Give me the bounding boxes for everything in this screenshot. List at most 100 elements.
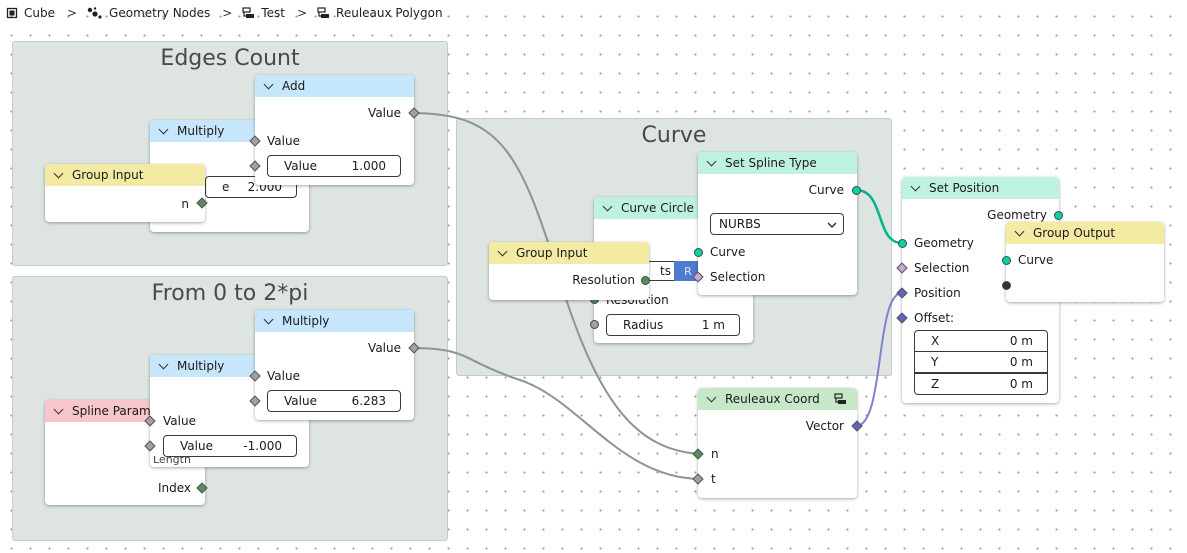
node-title: Group Input [516,246,588,260]
breadcrumb-separator: > [222,6,233,20]
node-title: Group Input [72,168,144,182]
chevron-down-icon[interactable] [53,404,64,415]
socket-label: Selection [710,270,766,284]
node-header[interactable]: Multiply [255,310,414,332]
chevron-down-icon[interactable] [263,79,274,90]
socket-curve-output[interactable] [852,186,861,195]
chevron-down-icon[interactable] [1014,226,1025,237]
chevron-down-icon[interactable] [706,392,717,403]
chevron-down-icon[interactable] [158,359,169,370]
socket-label: Curve [710,245,746,259]
socket-offset-input[interactable] [896,312,908,324]
offset-y-field[interactable]: Y 0 m [914,351,1048,373]
node-set-position[interactable]: Set Position Geometry Geometry Selection… [896,177,1063,403]
chevron-down-icon[interactable] [263,314,274,325]
breadcrumb-separator: > [66,6,78,20]
socket-curve-input[interactable] [694,248,703,257]
socket-curve-input[interactable] [1002,256,1011,265]
value-field[interactable]: Value 1.000 [267,155,401,177]
field-label: Z [931,377,940,391]
node-title: Multiply [177,124,225,138]
node-header[interactable]: Set Spline Type [698,152,857,174]
socket-n-input[interactable] [692,448,704,460]
chevron-down-icon[interactable] [706,156,717,167]
node-set-spline-type[interactable]: Set Spline Type Curve NURBS Curve Select… [692,152,861,295]
socket-label: Selection [914,261,970,275]
socket-label: Value [368,341,401,355]
node-add[interactable]: Add Value Value Value 1.000 [249,75,420,185]
socket-radius-input[interactable] [590,320,599,329]
field-label: Value [284,394,317,408]
mode-label: R [684,264,692,278]
field-label: X [931,334,940,348]
chevron-down-icon[interactable] [53,168,64,179]
socket-label: Length [153,456,191,465]
field-label: Y [931,355,939,369]
spline-type-dropdown[interactable]: NURBS [710,213,844,235]
breadcrumb-item-geometry-nodes[interactable]: Geometry Nodes [87,6,210,20]
chevron-down-icon[interactable] [602,201,613,212]
node-group-input[interactable]: Group Input n [45,164,208,222]
node-title: Reuleaux Coord [725,392,820,406]
field-label: e [222,180,230,194]
node-group-output[interactable]: Group Output Curve [1002,222,1164,302]
socket-label: Resolution [572,273,635,287]
socket-label: Value [368,106,401,120]
socket-empty-input[interactable] [1002,281,1011,290]
socket-position-input[interactable] [896,287,908,299]
node-group-input[interactable]: Group Input Resolution [489,242,650,300]
node-title: Multiply [282,314,330,328]
socket-vector-output[interactable] [851,420,863,432]
socket-label: Geometry [914,236,974,250]
node-title: Multiply [177,359,225,373]
socket-t-input[interactable] [692,473,704,485]
value-field[interactable]: Value -1.000 [163,435,297,457]
socket-label: Geometry [987,208,1047,222]
node-reuleaux-coord[interactable]: Reuleaux Coord Vector n t [692,388,863,498]
node-tree-icon[interactable] [834,393,847,405]
breadcrumb-item-cube[interactable]: Cube [6,6,55,20]
breadcrumb-label: Cube [24,6,55,20]
offset-z-field[interactable]: Z 0 m [914,373,1048,395]
node-header[interactable]: Set Position [902,177,1059,199]
node-header[interactable]: Reuleaux Coord [698,388,857,410]
chevron-down-icon[interactable] [497,246,508,257]
node-title: Set Spline Type [725,156,817,170]
node-tree-icon [317,7,330,18]
cube-icon [6,7,18,19]
breadcrumb-item-test[interactable]: Test [242,6,285,20]
field-value: 0 m [1009,377,1033,391]
field-label: Value [284,159,317,173]
breadcrumb: Cube > Geometry Nodes > Test > Reuleaux … [6,4,455,22]
breadcrumb-separator: > [296,6,308,20]
node-title: Add [282,79,306,93]
field-value: -1.000 [243,439,282,453]
field-label: Radius [623,318,664,332]
node-header[interactable]: Group Input [45,164,205,186]
chevron-down-icon[interactable] [158,124,169,135]
node-title: Group Output [1033,226,1116,240]
field-value: 0 m [1009,355,1033,369]
socket-geometry-output[interactable] [1054,211,1063,220]
socket-label: Curve [808,183,844,197]
mode-label: ts [660,264,671,278]
socket-label: Index [157,481,191,495]
node-header[interactable]: Add [255,75,414,97]
socket-label: t [711,472,716,486]
chevron-down-icon[interactable] [910,181,921,192]
socket-geometry-input[interactable] [898,239,907,248]
socket-label: Offset: [914,311,955,325]
socket-selection-input[interactable] [896,262,908,274]
node-header[interactable]: Group Input [489,242,649,264]
socket-label: Position [914,286,961,300]
node-header[interactable]: Group Output [1006,222,1164,244]
field-label: Value [180,439,213,453]
field-value: 1.000 [351,159,386,173]
socket-label: Value [267,134,300,148]
breadcrumb-item-reuleaux-polygon[interactable]: Reuleaux Polygon [317,6,443,20]
socket-resolution-output[interactable] [641,276,650,285]
